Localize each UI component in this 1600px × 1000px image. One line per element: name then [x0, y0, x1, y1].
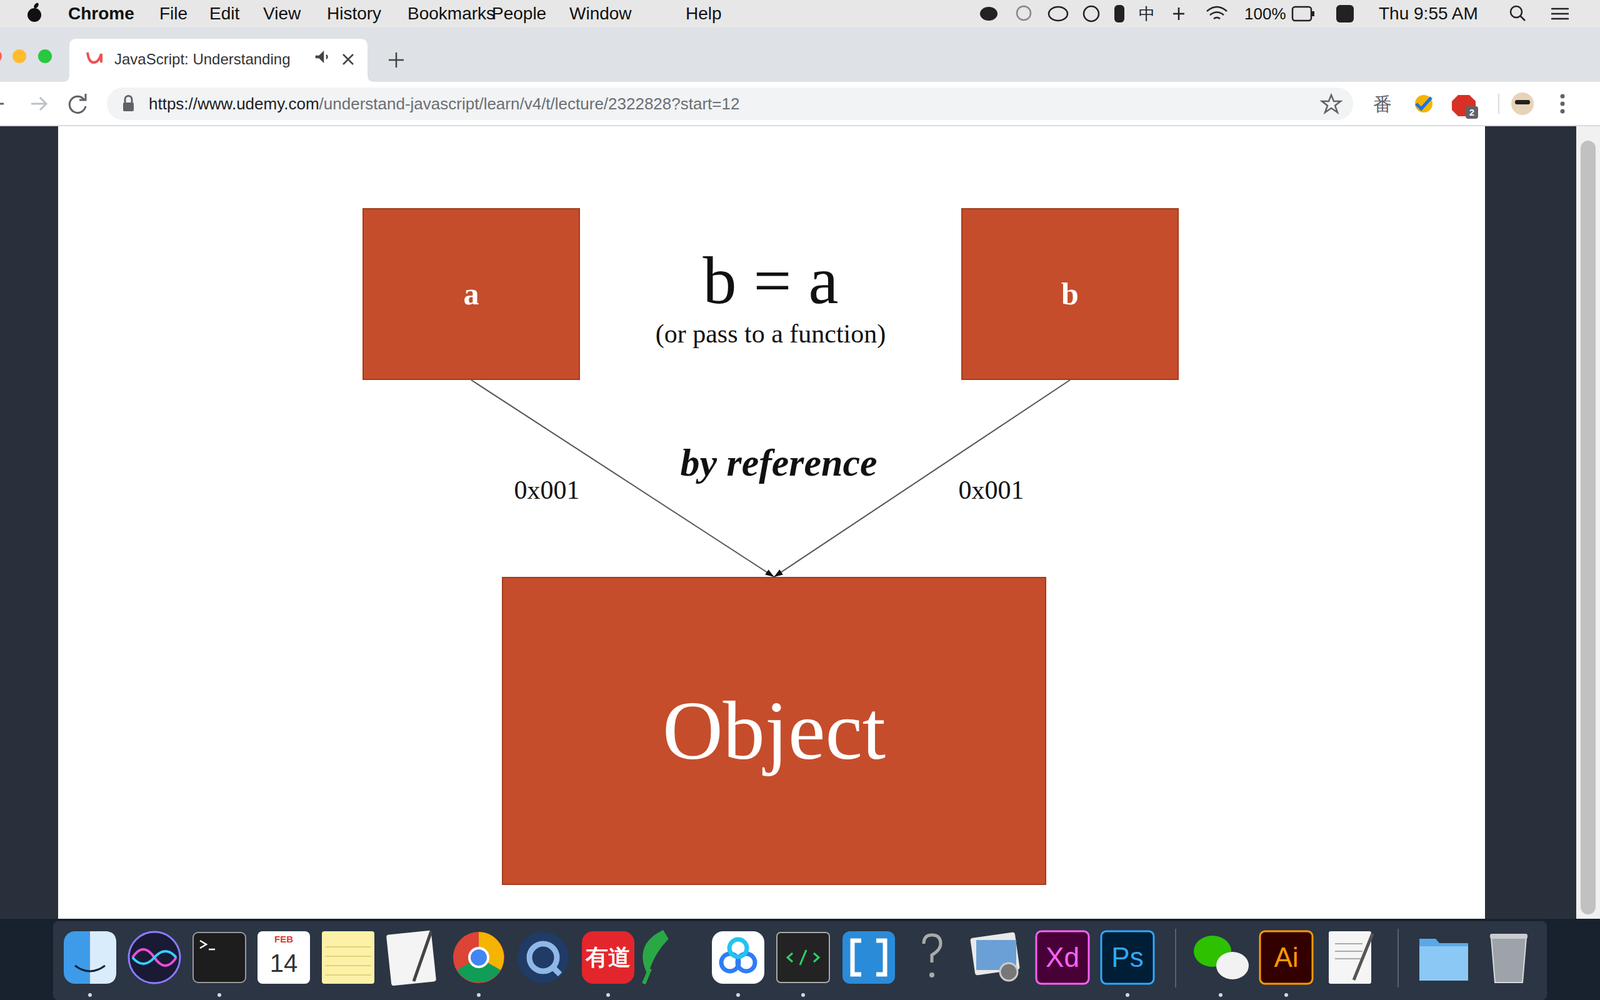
- label-anchor: https://www.udemy.com: [148, 95, 320, 114]
- variable-box: a: [362, 208, 580, 380]
- running-dots: [88, 993, 1289, 997]
- player-background: [0, 126, 1577, 919]
- app-menu: Chrome: [68, 4, 135, 24]
- clock: Thu 9:55 AM: [1378, 4, 1479, 24]
- badge-count: 2: [1469, 107, 1475, 119]
- tab-title: JavaScript: Understanding: [114, 51, 290, 68]
- app-icon-text: Xd: [1045, 942, 1080, 973]
- slide: [58, 126, 1485, 919]
- slide-label: by reference: [680, 441, 878, 484]
- scrollbar: [1576, 126, 1600, 919]
- dock: [53, 921, 1547, 1000]
- label-anchor: b = a: [703, 243, 839, 319]
- node-label: a: [463, 276, 480, 312]
- dock-icons: [63, 928, 1528, 988]
- label-anchor: /understand-javascript/learn/v4/t/lectur…: [319, 95, 740, 114]
- menu-item: Bookmarks: [407, 4, 495, 24]
- label-anchor: FEB: [274, 934, 294, 945]
- lock-icon: [123, 96, 134, 112]
- toolbar-border: [0, 125, 1600, 127]
- slide-heading: b = a: [703, 243, 839, 319]
- menu-bar: [0, 0, 1600, 28]
- app-icon-text: Ai: [1273, 942, 1299, 973]
- label-anchor: 有道: [585, 945, 631, 970]
- tab-bar: [0, 27, 1600, 82]
- active-tab: [62, 38, 375, 82]
- menu-item: People: [491, 4, 547, 24]
- node-label: b: [1061, 276, 1079, 312]
- slide-subheading: (or pass to a function): [655, 319, 887, 349]
- scrollbar-thumb: [1580, 140, 1596, 915]
- label-anchor: 番: [1373, 93, 1392, 115]
- address-bar: [106, 87, 1354, 120]
- apple-logo: [27, 1, 42, 22]
- site-icon: [87, 52, 102, 63]
- variable-box: b: [961, 208, 1179, 380]
- label-anchor: Chrome: [68, 4, 135, 24]
- status-icons: [980, 5, 1569, 23]
- edge-label-anchor: 0x001: [956, 475, 1027, 505]
- extension-icon: 番: [1373, 93, 1392, 115]
- nav-buttons: [0, 93, 86, 113]
- battery-level: 100%: [1244, 5, 1287, 24]
- address-label: 0x001: [511, 475, 583, 505]
- object-box: Object: [501, 576, 1047, 885]
- label-anchor: Ps: [1111, 942, 1144, 973]
- label-anchor: Edit: [209, 4, 240, 24]
- tab-controls: [316, 52, 404, 68]
- desktop: [0, 918, 1600, 1000]
- menu-item: Window: [569, 4, 632, 24]
- node-label: Object: [662, 685, 886, 777]
- label-anchor: History: [326, 4, 382, 24]
- address-label: 0x001: [956, 475, 1027, 505]
- url-host: https://www.udemy.com: [148, 95, 320, 114]
- app-icon-text: Ps: [1111, 942, 1144, 973]
- label-anchor: View: [263, 4, 301, 24]
- label-anchor: Thu 9:55 AM: [1378, 4, 1479, 24]
- window-buttons: [0, 49, 52, 64]
- label-anchor: Window: [569, 4, 632, 24]
- label-anchor: 14: [270, 949, 299, 977]
- calendar-month: FEB: [274, 934, 294, 945]
- label-anchor: Bookmarks: [407, 4, 495, 24]
- extension-icons: [1415, 92, 1565, 119]
- menu-item: View: [263, 4, 301, 24]
- label-anchor: People: [491, 4, 547, 24]
- bookmark-star: [1321, 95, 1341, 113]
- app-icon-text: 有道: [585, 945, 631, 970]
- menu-item: Help: [685, 4, 722, 24]
- menu-item: Edit: [209, 4, 240, 24]
- label-anchor: JavaScript: Understanding: [114, 51, 290, 68]
- label-anchor: Ai: [1273, 942, 1299, 973]
- url-path: /understand-javascript/learn/v4/t/lectur…: [319, 95, 740, 114]
- menu-item: History: [326, 4, 382, 24]
- label-anchor: by reference: [680, 441, 878, 484]
- label-anchor: 中: [1138, 5, 1155, 24]
- edge-label-anchor: 0x001: [511, 475, 583, 505]
- label-anchor: 2: [1469, 107, 1475, 119]
- label-anchor: (or pass to a function): [655, 319, 887, 349]
- label-anchor: File: [159, 4, 188, 24]
- toolbar: [0, 81, 1600, 126]
- label-anchor: Help: [685, 4, 722, 24]
- input-method: 中: [1138, 5, 1155, 24]
- label-anchor: 100%: [1244, 5, 1287, 24]
- label-anchor: Xd: [1045, 942, 1080, 973]
- menu-item: File: [159, 4, 188, 24]
- calendar-day: 14: [270, 949, 299, 977]
